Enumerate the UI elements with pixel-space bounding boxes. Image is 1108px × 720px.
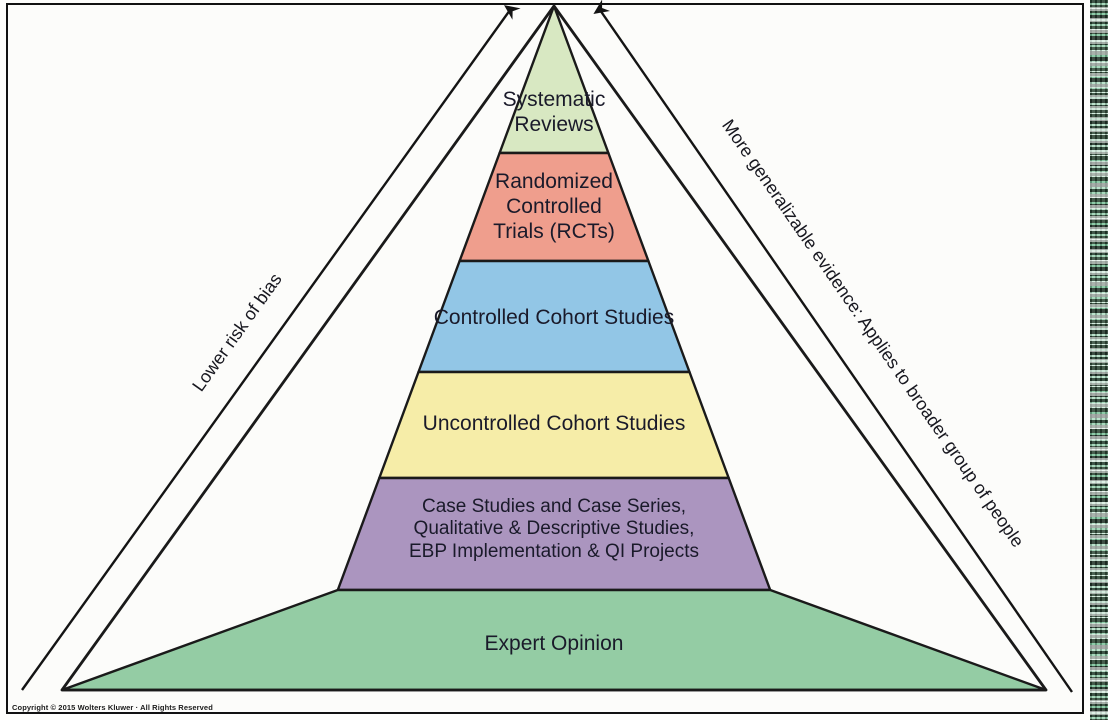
tier-controlled-cohort-studies — [417, 259, 691, 374]
pyramid-outline — [60, 4, 1048, 692]
tier-uncontrolled-cohort-studies — [378, 370, 730, 480]
right-axis-label: More generalizable evidence: Applies to … — [718, 116, 1028, 551]
left-axis-label: Lower risk of bias — [188, 269, 286, 395]
tier-expert-opinion — [60, 588, 1048, 692]
right-axis-arrow — [593, 0, 1073, 693]
edge-artifact-strip — [1090, 0, 1108, 720]
pyramid-tiers — [60, 4, 1048, 692]
copyright-notice: Copyright © 2015 Wolters Kluwer · All Ri… — [12, 703, 213, 712]
tier-case-studies-qualitative-ebp — [336, 476, 772, 592]
left-axis-arrow — [21, 5, 521, 691]
tier-randomized-controlled-trials — [458, 151, 650, 263]
tier-systematic-reviews — [498, 4, 610, 155]
